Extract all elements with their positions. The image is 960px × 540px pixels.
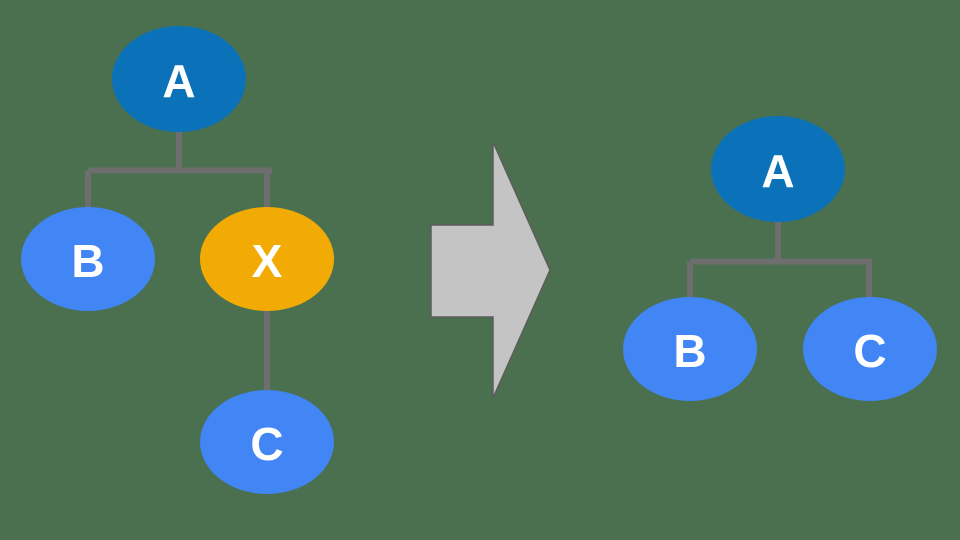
before-node-x-shape[interactable] <box>200 207 334 311</box>
before-node-a-shape[interactable] <box>112 26 246 132</box>
after-node-a-label: A <box>761 145 794 197</box>
before-node-c[interactable]: C <box>200 390 334 494</box>
after-node-c-shape[interactable] <box>803 297 937 401</box>
after-node-b-label: B <box>673 325 706 377</box>
transition-arrow <box>430 141 551 399</box>
after-node-a[interactable]: A <box>711 116 845 222</box>
before-node-b[interactable]: B <box>21 207 155 311</box>
before-node-a[interactable]: A <box>112 26 246 132</box>
before-node-x-label: X <box>252 235 283 287</box>
before-node-c-shape[interactable] <box>200 390 334 494</box>
before-node-c-label: C <box>250 418 283 470</box>
before-node-b-label: B <box>71 235 104 287</box>
after-node-c[interactable]: C <box>803 297 937 401</box>
before-node-b-shape[interactable] <box>21 207 155 311</box>
after-node-c-label: C <box>853 325 886 377</box>
right-block-arrow-icon <box>430 141 551 399</box>
after-node-b[interactable]: B <box>623 297 757 401</box>
after-tree-edges <box>687 216 872 303</box>
before-node-a-label: A <box>162 55 195 107</box>
after-node-a-shape[interactable] <box>711 116 845 222</box>
before-tree: A B X C <box>21 26 334 494</box>
before-tree-edges <box>85 126 272 396</box>
after-tree: A B C <box>623 116 937 401</box>
after-node-b-shape[interactable] <box>623 297 757 401</box>
before-node-x[interactable]: X <box>200 207 334 311</box>
